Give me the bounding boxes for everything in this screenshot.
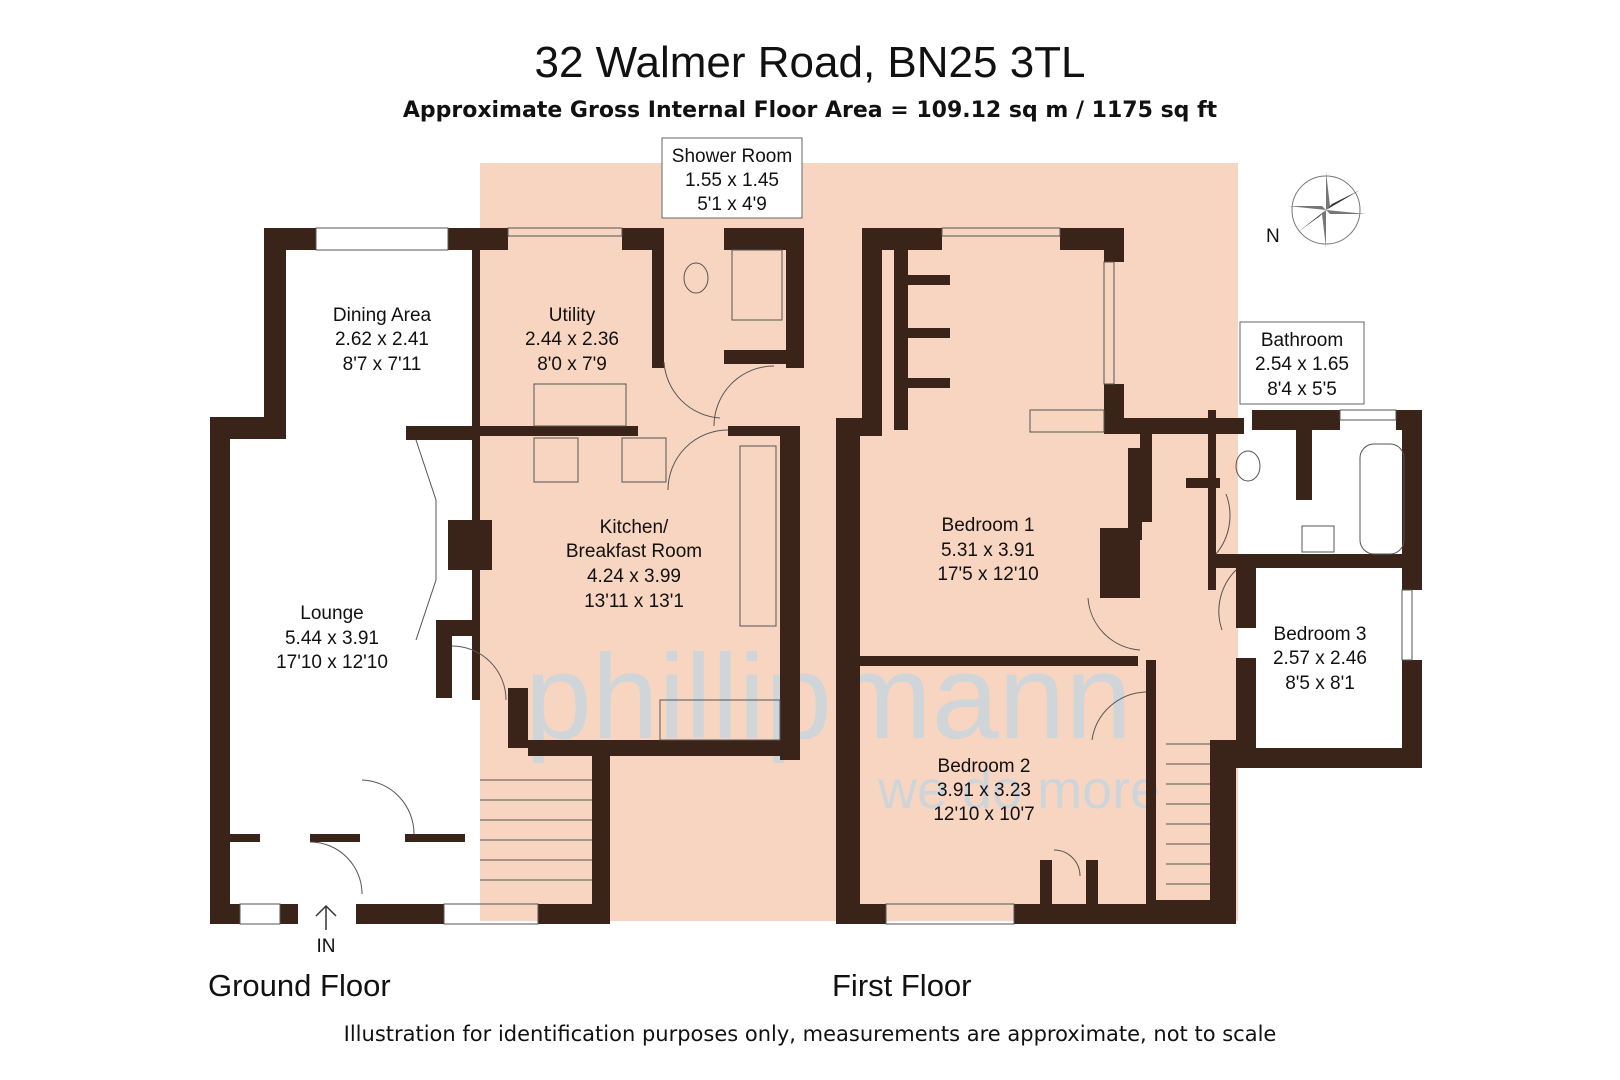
utility-imperial: 8'0 x 7'9 — [537, 354, 607, 375]
bedroom-2-imperial: 12'10 x 10'7 — [933, 804, 1034, 825]
bathroom-imperial: 8'4 x 5'5 — [1267, 379, 1337, 400]
entrance-label: IN — [317, 936, 336, 957]
walls — [210, 228, 1422, 924]
kitchen-imperial: 13'11 x 13'1 — [584, 591, 684, 612]
kitchen-name-line1: Kitchen/ — [600, 517, 669, 538]
detail-lines — [239, 227, 1413, 925]
bedroom-2-metric: 3.91 x 3.23 — [937, 780, 1031, 801]
dining-area-metric: 2.62 x 2.41 — [335, 329, 429, 350]
bedroom-1-imperial: 17'5 x 12'10 — [937, 564, 1038, 585]
shower-room-imperial: 5'1 x 4'9 — [697, 194, 767, 215]
bedroom-1-metric: 5.31 x 3.91 — [941, 540, 1035, 561]
dining-area-label: Dining Area 2.62 x 2.41 8'7 x 7'11 — [333, 305, 432, 375]
shower-room-metric: 1.55 x 1.45 — [685, 170, 779, 191]
watermark-tagline: we do more — [877, 760, 1160, 820]
bathroom-metric: 2.54 x 1.65 — [1255, 354, 1349, 375]
first-floor-label: First Floor — [832, 968, 972, 1003]
entrance-arrow-icon — [315, 904, 337, 930]
ground-floor-label: Ground Floor — [208, 968, 391, 1003]
dining-area-imperial: 8'7 x 7'11 — [343, 354, 422, 375]
kitchen-metric: 4.24 x 3.99 — [587, 566, 681, 587]
shower-room-name: Shower Room — [672, 146, 792, 167]
lounge-metric: 5.44 x 3.91 — [285, 628, 379, 649]
utility-name: Utility — [549, 305, 596, 326]
kitchen-name-line2: Breakfast Room — [566, 541, 702, 562]
utility-label: Utility 2.44 x 2.36 8'0 x 7'9 — [525, 305, 619, 375]
bedroom-2-label: Bedroom 2 3.91 x 3.23 12'10 x 10'7 — [933, 756, 1034, 825]
lounge-label: Lounge 5.44 x 3.91 17'10 x 12'10 — [276, 603, 388, 673]
bedroom-3-metric: 2.57 x 2.46 — [1273, 648, 1367, 669]
dining-area-name: Dining Area — [333, 305, 432, 326]
lounge-imperial: 17'10 x 12'10 — [276, 652, 388, 673]
bathroom-label: Bathroom 2.54 x 1.65 8'4 x 5'5 — [1239, 321, 1365, 405]
disclaimer: Illustration for identification purposes… — [343, 1022, 1277, 1046]
shower-room-label: Shower Room 1.55 x 1.45 5'1 x 4'9 — [661, 137, 803, 219]
compass-icon — [1288, 172, 1366, 248]
utility-metric: 2.44 x 2.36 — [525, 329, 619, 350]
lounge-name: Lounge — [300, 603, 363, 624]
plan-title: 32 Walmer Road, BN25 3TL — [534, 38, 1086, 87]
bedroom-3-label: Bedroom 3 2.57 x 2.46 8'5 x 8'1 — [1273, 624, 1367, 694]
bedroom-1-label: Bedroom 1 5.31 x 3.91 17'5 x 12'10 — [937, 515, 1038, 585]
bedroom-3-imperial: 8'5 x 8'1 — [1285, 673, 1355, 694]
compass-north-label: N — [1266, 226, 1280, 247]
floor-area-subtitle: Approximate Gross Internal Floor Area = … — [402, 98, 1218, 123]
bedroom-3-name: Bedroom 3 — [1274, 624, 1367, 645]
bathroom-name: Bathroom — [1261, 330, 1343, 351]
bedroom-1-name: Bedroom 1 — [942, 515, 1035, 536]
bedroom-2-name: Bedroom 2 — [938, 756, 1031, 777]
kitchen-label: Kitchen/ Breakfast Room 4.24 x 3.99 13'1… — [566, 517, 702, 612]
